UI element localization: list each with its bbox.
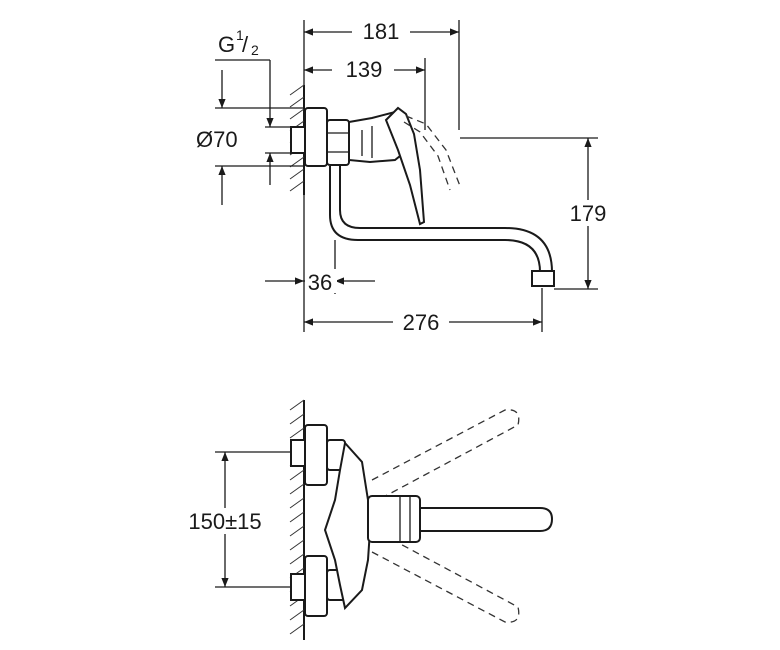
side-aerator (531, 270, 555, 287)
dim-139-label: 139 (346, 57, 383, 82)
dim-181: 181 (303, 19, 460, 130)
dim-diameter: Ø70 (196, 70, 305, 205)
dim-181-label: 181 (363, 19, 400, 44)
top-spout (419, 507, 554, 532)
diameter-label: Ø70 (196, 127, 238, 152)
thread-den-label: 2 (251, 42, 259, 58)
dim-spacing: 150±15 (176, 451, 291, 588)
dim-36-label: 36 (308, 270, 332, 295)
thread-num-label: 1 (236, 27, 244, 43)
dim-276-label: 276 (403, 310, 440, 335)
dim-spacing-label: 150±15 (188, 509, 261, 534)
side-faucet-body (290, 106, 426, 226)
dim-179-label: 179 (570, 201, 607, 226)
top-view: 150±15 (176, 399, 554, 640)
top-faucet-body (290, 424, 421, 617)
dim-276: 276 (303, 195, 543, 335)
dim-thread: G 1 / 2 (215, 27, 274, 127)
side-spout (329, 166, 541, 273)
side-view: 181 139 G 1 / 2 Ø70 (196, 19, 613, 335)
dim-179: 179 (460, 137, 613, 290)
top-spout-swing (371, 409, 520, 623)
svg-text:/: / (242, 32, 249, 57)
top-wall (289, 399, 305, 640)
dim-36: 36 (265, 240, 375, 295)
thread-g-label: G (218, 32, 235, 57)
dim-139: 139 (304, 57, 426, 130)
side-lever-swing (405, 115, 461, 187)
